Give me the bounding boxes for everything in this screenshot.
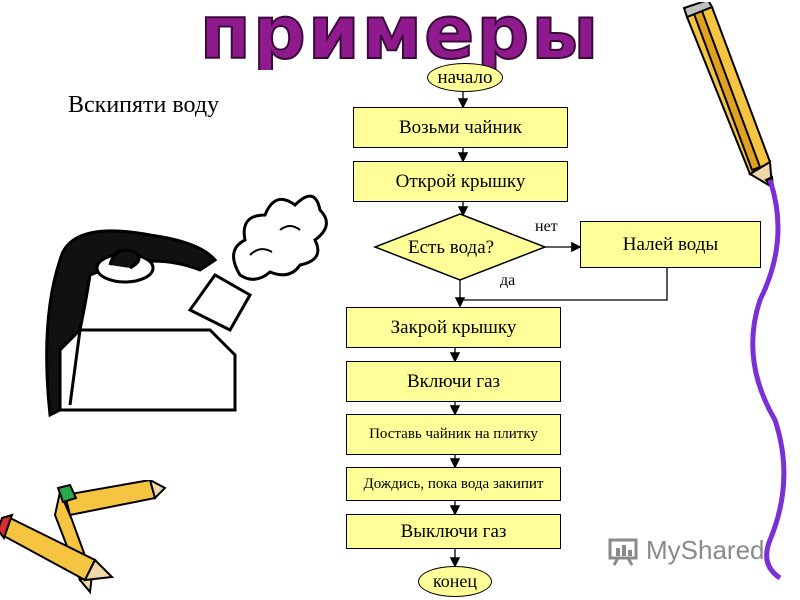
- branch-no-label: нет: [535, 218, 558, 235]
- crossed-pencils-icon: [0, 480, 167, 595]
- flow-step: Закрой крышку: [346, 307, 561, 348]
- connector-return: [460, 267, 668, 301]
- decorative-squiggle: [750, 180, 787, 580]
- flow-step: Открой крышку: [353, 161, 568, 202]
- myshared-logo-icon: [608, 538, 638, 566]
- flow-step: Дождись, пока вода закипит: [346, 467, 561, 501]
- slide-title: примеры: [199, 0, 601, 70]
- slide-subtitle: Вскипяти воду: [68, 92, 220, 118]
- slide-title-text: примеры: [200, 0, 601, 70]
- myshared-watermark: MyShared: [608, 535, 765, 566]
- branch-yes-label: да: [500, 272, 516, 289]
- flow-step: Выключи газ: [346, 514, 561, 549]
- decision-diamond: [372, 213, 548, 281]
- pencil-icon: [682, 2, 775, 191]
- flow-start: начало: [427, 63, 503, 92]
- watermark-text: MyShared: [646, 535, 765, 565]
- flow-step: Возьми чайник: [353, 107, 568, 148]
- decision-label: Есть вода?: [408, 237, 495, 258]
- flow-end: конец: [418, 566, 492, 597]
- flow-step: Включи газ: [346, 361, 561, 402]
- flow-no-action: Налей воды: [580, 221, 761, 268]
- flow-step: Поставь чайник на плитку: [346, 414, 561, 455]
- teapot-icon: [45, 194, 328, 418]
